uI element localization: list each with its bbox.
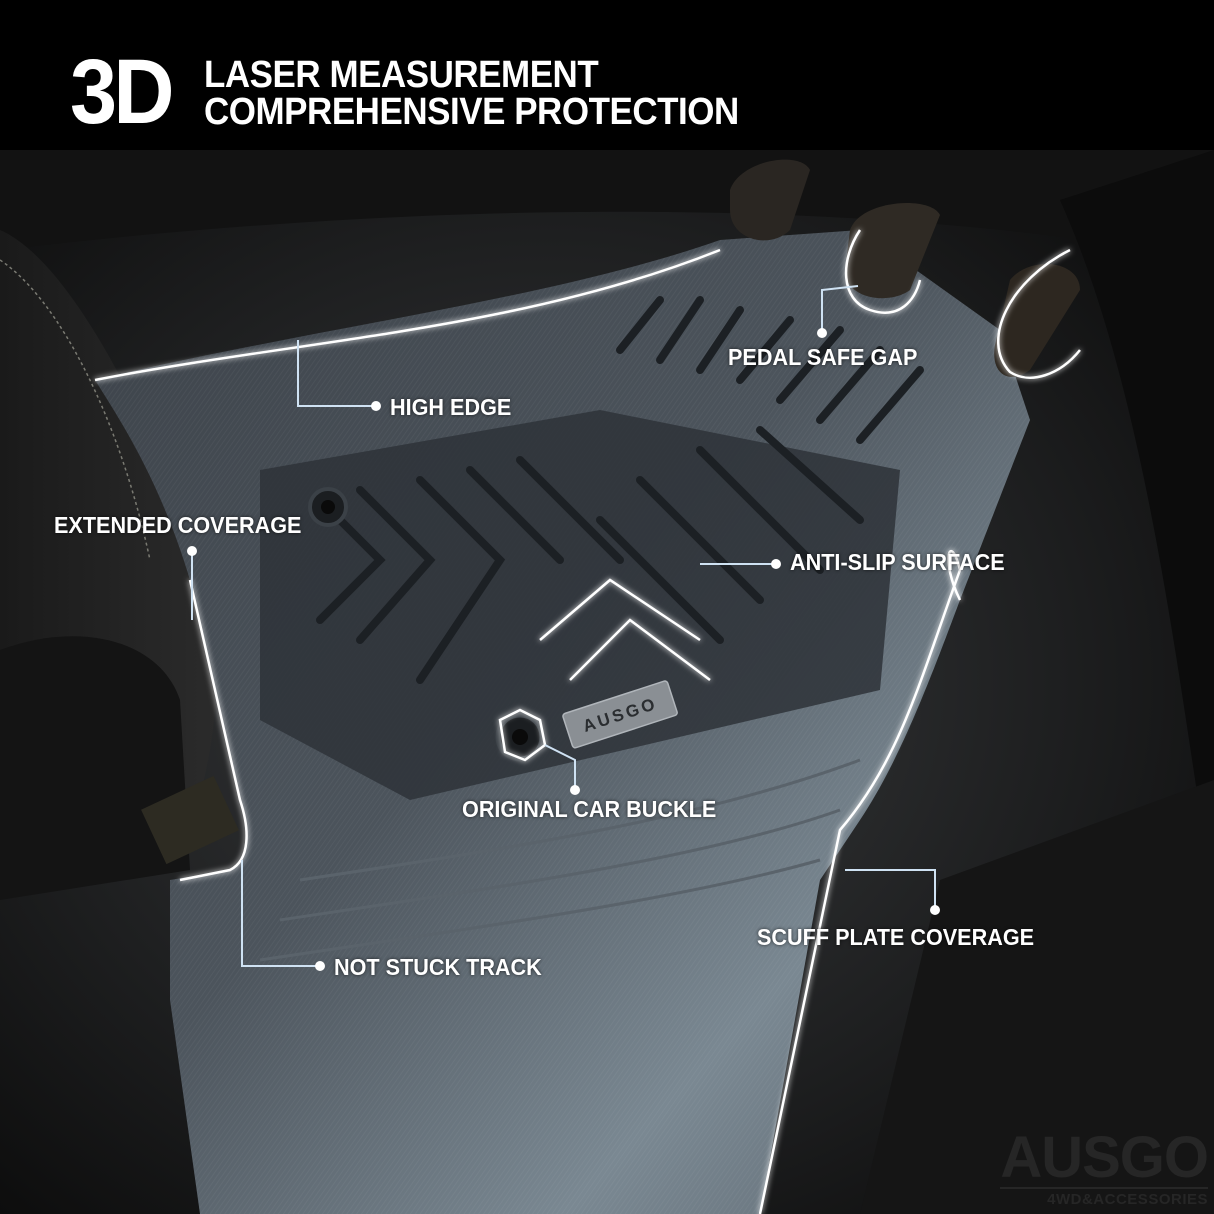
callout-not-stuck-track: NOT STUCK TRACK — [334, 954, 542, 980]
product-photo: AUSGO — [0, 150, 1214, 1214]
pedals — [730, 159, 1080, 377]
seat-stitching — [0, 259, 151, 561]
door-panel — [1060, 150, 1214, 900]
callout-original-car-buckle: ORIGINAL CAR BUCKLE — [462, 796, 717, 822]
pedal-outline-1 — [844, 229, 922, 314]
brand-watermark: AUSGO 4WD&ACCESSORIES — [1000, 1125, 1209, 1208]
accelerator-pedal — [994, 263, 1080, 377]
dashboard-shadow — [0, 150, 1214, 260]
callout-extended-coverage: EXTENDED COVERAGE — [54, 512, 302, 538]
callout-scuff-plate-coverage: SCUFF PLATE COVERAGE — [757, 924, 1035, 950]
side-outline — [179, 579, 248, 882]
buckle-top — [308, 487, 348, 527]
door-sill — [860, 780, 1214, 1214]
anti-slip-outline-1 — [539, 578, 701, 642]
pedal-outline-2 — [997, 248, 1081, 379]
mat-bottom-ridges — [259, 758, 861, 962]
headline-line-1: LASER MEASUREMENT — [204, 54, 599, 96]
ausgo-plate: AUSGO — [562, 680, 678, 749]
headline-line-2: COMPREHENSIVE PROTECTION — [204, 91, 739, 133]
callout-dots — [187, 328, 940, 971]
high-edge-outline — [94, 248, 721, 382]
highlight-outlines — [94, 229, 1081, 1214]
brand-divider — [1000, 1187, 1208, 1189]
callout-high-edge: HIGH EDGE — [390, 394, 512, 420]
3d-badge: 3D — [70, 41, 175, 143]
header-banner: 3D LASER MEASUREMENT COMPREHENSIVE PROTE… — [0, 0, 1214, 150]
brand-tagline: 4WD&ACCESSORIES — [1047, 1191, 1208, 1208]
clutch-pedal — [730, 159, 810, 241]
brake-pedal — [845, 203, 940, 299]
callout-anti-slip-surface: ANTI-SLIP SURFACE — [790, 549, 1005, 575]
seat-base — [0, 636, 190, 900]
callout-pedal-safe-gap: PEDAL SAFE GAP — [728, 344, 918, 370]
leader-lines — [191, 285, 936, 967]
seat-track — [141, 775, 239, 865]
scuff-outline — [758, 549, 962, 1214]
brand-name: AUSGO — [1000, 1125, 1209, 1190]
anti-slip-outline-2 — [569, 618, 711, 681]
